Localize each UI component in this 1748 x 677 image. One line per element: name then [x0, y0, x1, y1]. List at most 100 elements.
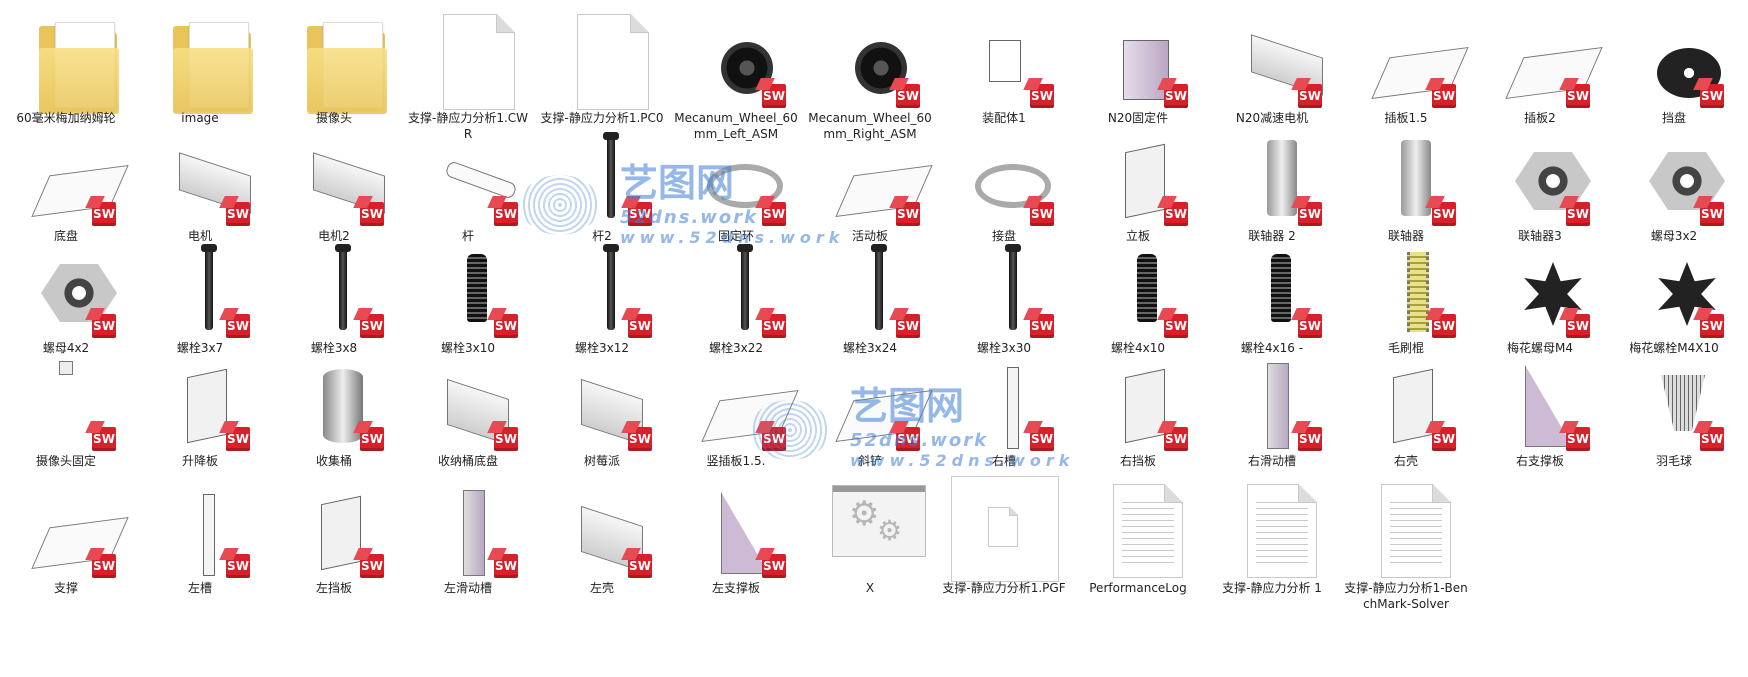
solidworks-badge-icon: SW [1432, 314, 1456, 338]
file-item[interactable]: 支撑-静应力分析1.CWR [406, 0, 530, 141]
solidworks-badge-icon: SW [628, 202, 652, 226]
slot-icon [1227, 355, 1317, 449]
file-item[interactable]: 支撑-静应力分析1.PGF [942, 470, 1066, 595]
file-label: 螺栓4x10 [1110, 341, 1165, 355]
file-label: 摄像头固定 [35, 454, 96, 468]
badge-text: SW [763, 432, 785, 446]
solidworks-badge-icon: SW [92, 202, 116, 226]
badge-text: SW [93, 207, 115, 221]
folder-icon [289, 12, 387, 114]
file-label: 螺栓3x7 [176, 341, 224, 355]
slot-icon [423, 482, 513, 576]
file-item[interactable]: ⚙⚙X [808, 470, 932, 595]
file-item[interactable]: 支撑-静应力分析1-BenchMark-Solver [1344, 470, 1468, 611]
badge-text: SW [763, 559, 785, 573]
solidworks-badge-icon: SW [494, 427, 518, 451]
badge-text: SW [1701, 89, 1723, 103]
file-item[interactable]: image [138, 0, 262, 125]
file-item[interactable]: SW竖插板1.5. [674, 343, 799, 468]
file-label: 升降板 [181, 454, 218, 468]
solidworks-badge-icon: SW [896, 427, 920, 451]
file-label: 右壳 [1393, 454, 1418, 468]
badge-text: SW [1299, 319, 1321, 333]
solidworks-badge-icon: SW [226, 314, 250, 338]
solidworks-badge-icon: SW [92, 314, 116, 338]
badge-text: SW [763, 89, 785, 103]
bolt-icon [155, 242, 245, 332]
file-label: 左挡板 [315, 581, 352, 595]
file-item[interactable]: 支撑-静应力分析1.PC0 [540, 0, 664, 125]
file-item[interactable]: 支撑-静应力分析 1 [1210, 470, 1334, 595]
file-item[interactable]: SW 螺栓4x16 - [1210, 230, 1334, 355]
badge-text: SW [1701, 432, 1723, 446]
bolt-thick-icon [1227, 242, 1317, 332]
badge-text: SW [1433, 432, 1455, 446]
assembly-icon [959, 12, 1049, 102]
badge-text: SW [1165, 432, 1187, 446]
solidworks-badge-icon: SW [494, 554, 518, 578]
file-item[interactable]: 60毫米梅加纳姆轮 [4, 0, 128, 125]
file-label: image [181, 111, 219, 125]
bolt-thick-icon [423, 242, 513, 332]
file-item[interactable]: PerformanceLog [1076, 470, 1200, 595]
solidworks-badge-icon: SW [226, 554, 250, 578]
solidworks-badge-icon: SW [1566, 202, 1590, 226]
file-item[interactable]: 摄像头 [272, 0, 396, 125]
solidworks-badge-icon: SW [92, 554, 116, 578]
file-item[interactable]: SW 右壳 [1344, 343, 1468, 468]
file-label: 螺栓4x16 - [1240, 341, 1304, 355]
solidworks-badge-icon: SW [1432, 202, 1456, 226]
solidworks-badge-icon: SW [1164, 427, 1188, 451]
